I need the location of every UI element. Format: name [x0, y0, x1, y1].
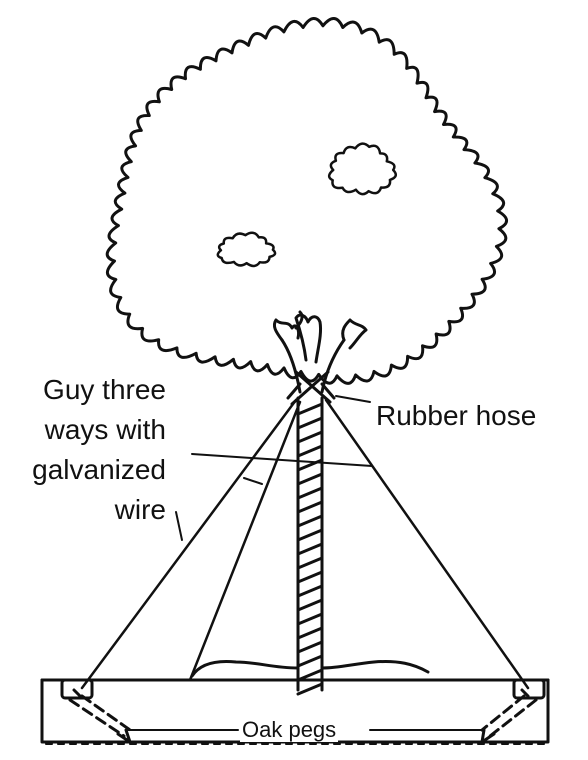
tree-trunk [286, 370, 336, 696]
oak-peg-right [480, 678, 546, 744]
trunk-stripe [296, 416, 324, 430]
trunk-stripe [296, 430, 324, 444]
trunk-stripe [296, 528, 324, 542]
oak-peg-left [60, 678, 132, 744]
leader-lines [175, 395, 373, 541]
trunk-stripe [296, 542, 324, 556]
ground-line [40, 660, 550, 745]
guy-label-line-4: wire [114, 494, 166, 525]
trunk-stripe [296, 682, 324, 696]
trunk-stripe [296, 486, 324, 500]
guy-wires [80, 398, 530, 690]
trunk-stripe [296, 640, 324, 654]
trunk-stripe [296, 500, 324, 514]
trunk-stripe [296, 472, 324, 486]
trunk-stripe [296, 444, 324, 458]
trunk-stripe [296, 668, 324, 682]
oak-pegs-label: Oak pegs [240, 717, 339, 742]
rubber-hose-label: Rubber hose [376, 400, 537, 431]
trunk-stripe [296, 598, 324, 612]
trunk-stripe [296, 402, 324, 416]
trunk-stripe [296, 514, 324, 528]
trunk-stripe [296, 556, 324, 570]
trunk-stripe [296, 570, 324, 584]
guy-label-line-1: Guy three [43, 374, 166, 405]
trunk-stripe [296, 612, 324, 626]
guy-label-line-2: ways with [44, 414, 166, 445]
tree-canopy [105, 16, 509, 385]
guy-label-line-3: galvanized [32, 454, 166, 485]
trunk-stripe [296, 654, 324, 668]
trunk-stripe [296, 584, 324, 598]
rubber-hose [290, 370, 330, 406]
trunk-stripe [296, 626, 324, 640]
